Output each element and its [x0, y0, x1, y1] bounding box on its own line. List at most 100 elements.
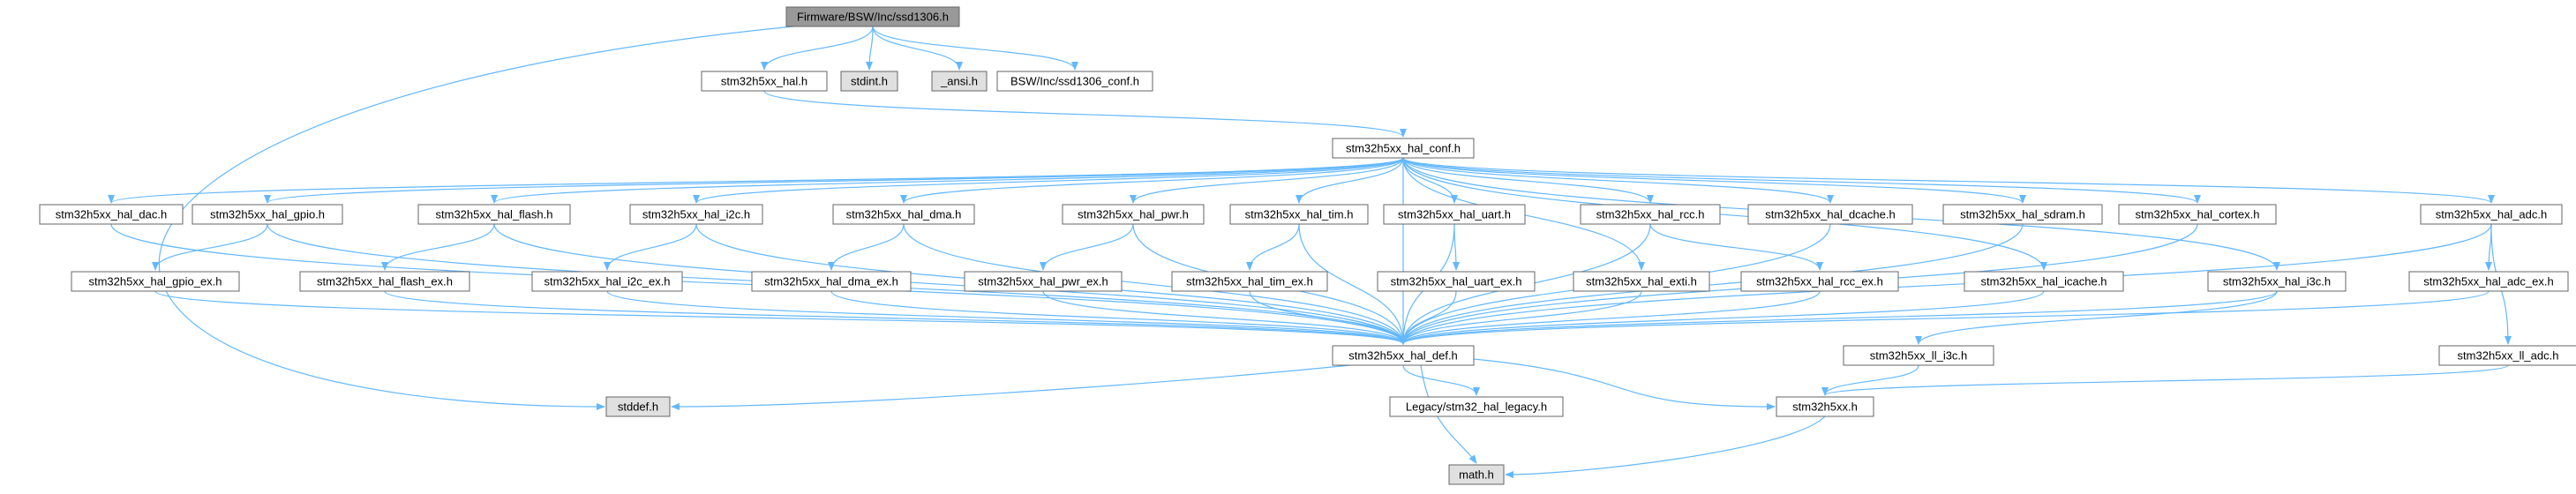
edge-i2c_ex-to-def: [606, 290, 1407, 345]
node-adc[interactable]: stm32h5xx_hal_adc.h: [2420, 204, 2563, 225]
edge-cont-to-flash: [491, 157, 1404, 204]
node-cont[interactable]: stm32h5xx_hal_conf.h: [1332, 138, 1475, 159]
edge-cont-to-icache: [1402, 157, 2047, 271]
edge-cont-to-dma: [900, 157, 1404, 204]
edge-def-to-legacy: [1402, 364, 1480, 396]
node-uart-ex[interactable]: stm32h5xx_hal_uart_ex.h: [1377, 271, 1536, 292]
edge-line: [1402, 157, 2026, 204]
node-gpio[interactable]: stm32h5xx_hal_gpio.h: [192, 204, 343, 225]
edge-dma-to-dma_ex: [828, 223, 905, 271]
node-rcc-ex[interactable]: stm32h5xx_hal_rcc_ex.h: [1740, 271, 1899, 292]
node-box: [785, 6, 960, 27]
edge-exti-to-def: [1400, 290, 1642, 345]
edge-adc-to-def: [1400, 223, 2492, 345]
node-i3c[interactable]: stm32h5xx_hal_i3c.h: [2207, 271, 2347, 292]
node-legacy[interactable]: Legacy/stm32_hal_legacy.h: [1389, 396, 1564, 417]
node-label: stm32h5xx_hal_pwr_ex.h: [978, 275, 1108, 288]
node-label: stm32h5xx_hal_flash.h: [436, 208, 553, 221]
node-box: [629, 204, 763, 225]
node-box: [71, 271, 240, 292]
node-label: stm32h5xx_hal_rcc.h: [1596, 208, 1705, 221]
node-sdram[interactable]: stm32h5xx_hal_sdram.h: [1942, 204, 2103, 225]
node-cortex[interactable]: stm32h5xx_hal_cortex.h: [2118, 204, 2277, 225]
node-layer: Firmware/BSW/Inc/ssd1306.h stm32h5xx_hal.…: [39, 6, 2576, 485]
node-stddef: stddef.h: [605, 396, 671, 417]
node-conf[interactable]: BSW/Inc/ssd1306_conf.h: [996, 71, 1153, 92]
node-label: stm32h5xx_hal_dma.h: [846, 208, 962, 221]
node-box: [1229, 204, 1369, 225]
node-i2c-ex[interactable]: stm32h5xx_hal_i2c_ex.h: [531, 271, 683, 292]
node-label: stm32h5xx_hal_i2c_ex.h: [544, 275, 670, 288]
edge-line: [491, 157, 1404, 204]
edge-line: [604, 223, 697, 271]
edge-line: [1649, 223, 1823, 271]
node-label: stm32h5xx_hal_pwr.h: [1078, 208, 1189, 221]
node-label: stm32h5xx_hal.h: [721, 75, 807, 88]
node-flash-ex[interactable]: stm32h5xx_hal_flash_ex.h: [299, 271, 470, 292]
node-icache[interactable]: stm32h5xx_hal_icache.h: [1964, 271, 2124, 292]
node-hal[interactable]: stm32h5xx_hal.h: [701, 71, 828, 92]
node-box: [417, 204, 571, 225]
node-dma[interactable]: stm32h5xx_hal_dma.h: [832, 204, 975, 225]
edge-root-to-stdint: [866, 26, 874, 71]
node-label: stm32h5xx_hal_gpio_ex.h: [88, 275, 222, 288]
edge-line: [1296, 157, 1404, 204]
edge-line: [1402, 364, 1480, 396]
edge-cont-to-i2c: [693, 157, 1404, 204]
edge-root-to-stddef: [158, 26, 794, 410]
node-dac[interactable]: stm32h5xx_hal_dac.h: [39, 204, 184, 225]
node-flash[interactable]: stm32h5xx_hal_flash.h: [417, 204, 571, 225]
node-ll-adc[interactable]: stm32h5xx_ll_adc.h: [2438, 345, 2576, 366]
node-box: [996, 71, 1153, 92]
edge-layer: [108, 26, 2512, 478]
edge-i3c-to-def: [1400, 290, 2278, 345]
node-pwr-ex[interactable]: stm32h5xx_hal_pwr_ex.h: [964, 271, 1123, 292]
node-dma-ex[interactable]: stm32h5xx_hal_dma_ex.h: [751, 271, 912, 292]
node-tim-ex[interactable]: stm32h5xx_hal_tim_ex.h: [1171, 271, 1328, 292]
edge-tim-to-tim_ex: [1246, 223, 1300, 271]
node-label: stm32h5xx_hal_adc_ex.h: [2423, 275, 2553, 288]
node-i2c[interactable]: stm32h5xx_hal_i2c.h: [629, 204, 763, 225]
node-label: stm32h5xx_hal_icache.h: [1980, 275, 2107, 288]
edge-line: [763, 90, 1407, 138]
node-exti[interactable]: stm32h5xx_hal_exti.h: [1573, 271, 1710, 292]
node-root[interactable]: Firmware/BSW/Inc/ssd1306.h: [785, 6, 960, 27]
node-box: [1580, 204, 1721, 225]
node-gpio-ex[interactable]: stm32h5xx_hal_gpio_ex.h: [71, 271, 240, 292]
node-label: stm32h5xx_hal_i2c.h: [642, 208, 750, 221]
node-label: _ansi.h: [940, 75, 978, 88]
node-label: stm32h5xx_hal_exti.h: [1586, 275, 1697, 288]
node-def[interactable]: stm32h5xx_hal_def.h: [1332, 345, 1475, 366]
edge-sdram-to-def: [1400, 223, 2024, 345]
node-box: [1843, 345, 1994, 366]
node-label: stm32h5xx_hal_cortex.h: [2136, 208, 2260, 221]
edge-line: [1249, 290, 1407, 345]
node-pwr[interactable]: stm32h5xx_hal_pwr.h: [1062, 204, 1205, 225]
node-box: [1776, 396, 1874, 417]
node-box: [1740, 271, 1899, 292]
node-label: stm32h5xx_hal_tim.h: [1245, 208, 1354, 221]
node-tim[interactable]: stm32h5xx_hal_tim.h: [1229, 204, 1369, 225]
node-uart[interactable]: stm32h5xx_hal_uart.h: [1383, 204, 1526, 225]
node-h5xx[interactable]: stm32h5xx.h: [1776, 396, 1874, 417]
node-dcache[interactable]: stm32h5xx_hal_dcache.h: [1747, 204, 1913, 225]
node-label: stm32h5xx_hal_gpio.h: [210, 208, 325, 221]
node-ll-i3c[interactable]: stm32h5xx_ll_i3c.h: [1843, 345, 1994, 366]
node-label: stm32h5xx_hal_dma_ex.h: [764, 275, 898, 288]
node-box: [2118, 204, 2277, 225]
node-box: [832, 204, 975, 225]
edge-cont-to-adc: [1402, 157, 2495, 204]
node-label: Legacy/stm32_hal_legacy.h: [1406, 400, 1547, 414]
edge-line: [866, 26, 874, 71]
edge-line: [1821, 364, 2509, 396]
node-box: [192, 204, 343, 225]
edge-flash_ex-to-def: [384, 290, 1407, 345]
node-adc-ex[interactable]: stm32h5xx_hal_adc_ex.h: [2408, 271, 2569, 292]
node-box: [39, 204, 184, 225]
node-box: [299, 271, 470, 292]
node-box: [840, 71, 898, 92]
node-box: [1964, 271, 2124, 292]
node-rcc[interactable]: stm32h5xx_hal_rcc.h: [1580, 204, 1721, 225]
edge-line: [1402, 157, 2047, 271]
edge-root-to-hal: [761, 26, 874, 71]
